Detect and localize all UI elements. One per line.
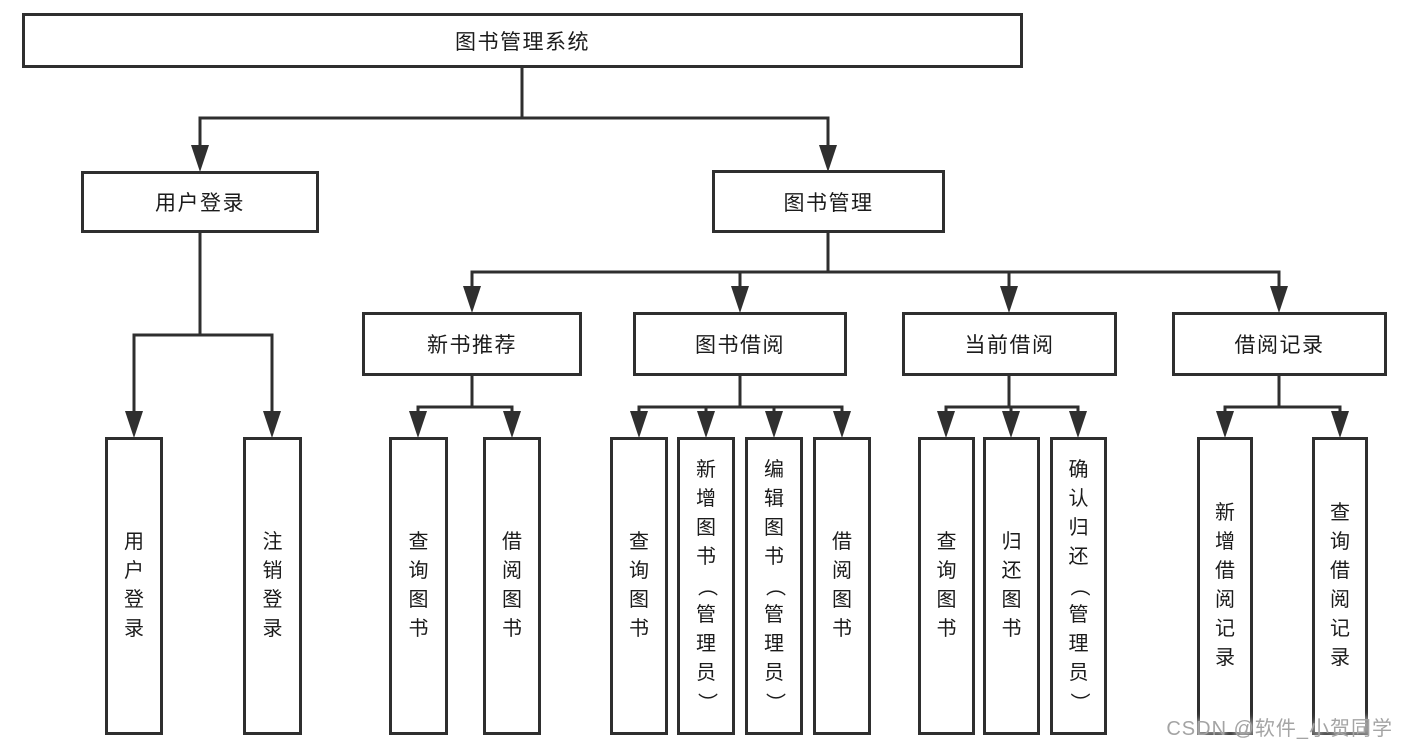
node-new-book-recommend-label: 新书推荐: [427, 334, 517, 357]
leaf-current-query-books: 查询图书: [918, 437, 975, 735]
leaf-user-login: 用户登录: [105, 437, 163, 735]
leaf-current-return-books: 归还图书: [983, 437, 1040, 735]
node-borrow-records: 借阅记录: [1172, 312, 1387, 376]
node-book-management: 图书管理: [712, 170, 945, 233]
leaf-records-query-record-label: 查询借阅记录: [1330, 502, 1350, 669]
csdn-watermark: CSDN @软件_小贺同学: [1166, 718, 1393, 740]
leaf-logout-login: 注销登录: [243, 437, 302, 735]
leaf-borrow-edit-books-admin-label: 编辑图书（管理员）: [763, 458, 786, 713]
leaf-borrow-borrow-books: 借阅图书: [813, 437, 871, 735]
node-root-label: 图书管理系统: [455, 30, 590, 54]
leaf-current-return-books-label: 归还图书: [1001, 531, 1022, 640]
leaf-borrow-query-books: 查询图书: [610, 437, 668, 735]
leaf-recommend-borrow-books: 借阅图书: [483, 437, 541, 735]
leaf-borrow-add-books-admin: 新增图书（管理员）: [677, 437, 735, 735]
node-new-book-recommend: 新书推荐: [362, 312, 582, 376]
leaf-borrow-query-books-label: 查询图书: [629, 531, 649, 640]
node-user-login-label: 用户登录: [155, 192, 245, 215]
node-root: 图书管理系统: [22, 13, 1023, 68]
leaf-current-query-books-label: 查询图书: [936, 531, 957, 640]
node-user-login: 用户登录: [81, 171, 319, 233]
leaf-recommend-borrow-books-label: 借阅图书: [502, 531, 522, 640]
leaf-user-login-label: 用户登录: [124, 531, 144, 640]
leaf-borrow-edit-books-admin: 编辑图书（管理员）: [745, 437, 803, 735]
leaf-recommend-query-books: 查询图书: [389, 437, 448, 735]
leaf-borrow-add-books-admin-label: 新增图书（管理员）: [695, 458, 718, 713]
leaf-records-add-record: 新增借阅记录: [1197, 437, 1253, 735]
node-current-borrow-label: 当前借阅: [964, 334, 1055, 357]
leaf-current-confirm-return-admin-label: 确认归还（管理员）: [1068, 458, 1090, 713]
node-book-borrow-label: 图书借阅: [695, 334, 785, 357]
node-borrow-records-label: 借阅记录: [1234, 334, 1325, 357]
leaf-records-add-record-label: 新增借阅记录: [1215, 502, 1235, 669]
node-book-borrow: 图书借阅: [633, 312, 847, 376]
leaf-recommend-query-books-label: 查询图书: [408, 531, 429, 640]
leaf-current-confirm-return-admin: 确认归还（管理员）: [1050, 437, 1107, 735]
leaf-borrow-borrow-books-label: 借阅图书: [832, 531, 852, 640]
node-book-management-label: 图书管理: [783, 191, 874, 215]
leaf-logout-login-label: 注销登录: [262, 531, 283, 640]
leaf-records-query-record: 查询借阅记录: [1312, 437, 1368, 735]
node-current-borrow: 当前借阅: [902, 312, 1117, 376]
